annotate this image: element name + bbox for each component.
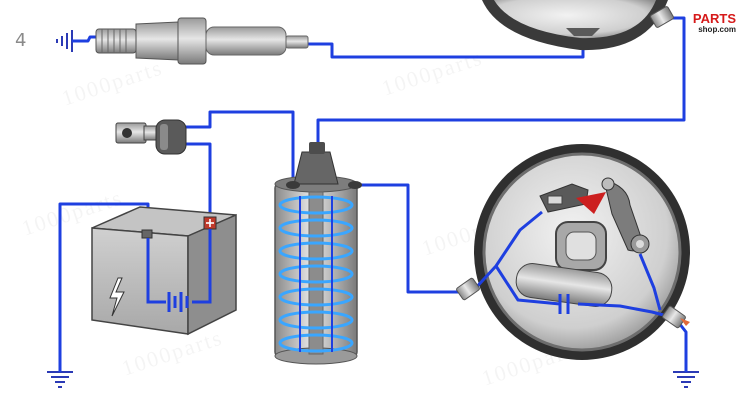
distributor [456, 144, 690, 360]
brand-name: PARTS [692, 11, 736, 26]
battery [91, 206, 237, 336]
ignition-coil [274, 142, 362, 365]
spark-plug [95, 17, 309, 65]
ignition-switch [115, 119, 187, 155]
ground-icon [673, 371, 699, 388]
battery-positive-icon [203, 216, 217, 230]
step-number: 4 [15, 30, 27, 51]
coil-winding [278, 195, 354, 353]
brand-domain: shop.com [698, 25, 736, 34]
cell-symbol-icon [146, 229, 212, 312]
ground-icon [56, 30, 73, 52]
distributor-cap [482, 0, 674, 51]
ground-icon [47, 371, 73, 388]
condenser [515, 263, 613, 307]
breaker-points [539, 177, 650, 254]
brand-logo: PARTS shop.com [660, 12, 736, 34]
